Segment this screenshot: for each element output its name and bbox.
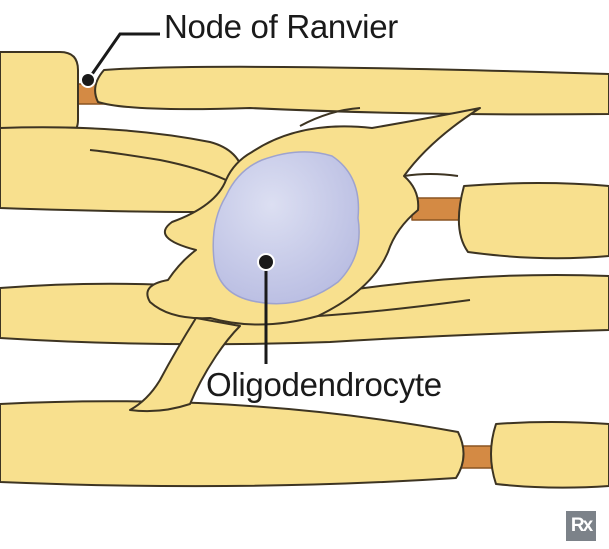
node-leader-line xyxy=(86,32,160,81)
myelin-segment-second xyxy=(0,126,245,213)
oligodendrocyte-process-right xyxy=(403,173,459,177)
oligodendrocyte-process-left xyxy=(89,149,227,181)
node-of-ranvier-label: Node of Ranvier xyxy=(164,8,398,45)
rx-logo: Rx xyxy=(566,511,596,541)
node-leader xyxy=(80,32,160,88)
node-leader-dot xyxy=(80,72,96,88)
myelin-segment-top-left xyxy=(0,51,79,137)
oligodendrocyte-process-bottom xyxy=(129,317,241,413)
oligo-leader xyxy=(257,253,275,364)
oligodendrocyte-nucleus xyxy=(212,151,360,305)
oligodendrocyte-label: Oligodendrocyte xyxy=(206,366,442,403)
oligodendrocyte-process-lower-right xyxy=(317,299,471,317)
oligodendrocyte-process-top xyxy=(299,107,361,127)
oligo-leader-dot xyxy=(257,253,275,271)
myelin-segment-bottom-long xyxy=(0,400,465,488)
myelin-segment-right-middle xyxy=(457,182,609,260)
myelin-segment-top-main xyxy=(94,65,609,116)
myelin-segment-bottom-right xyxy=(490,421,609,489)
